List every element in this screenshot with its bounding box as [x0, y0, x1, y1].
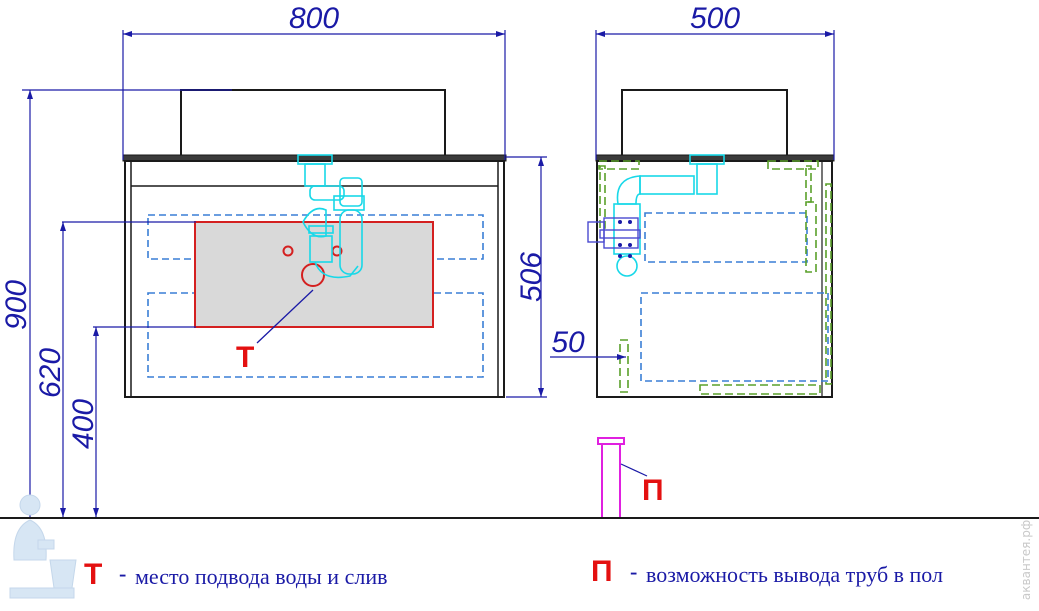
dim-drain-height: 400 [67, 399, 100, 449]
plumber-logo-icon [9, 494, 77, 599]
side-cabinet [596, 160, 833, 398]
side-frame-lines [598, 160, 832, 395]
front-siphon [297, 154, 365, 279]
p-marker: П [642, 474, 664, 507]
side-dimension-arrows [596, 31, 834, 360]
legend-t-text: место подвода воды и слив [135, 564, 387, 589]
legend-t-dash: - [119, 561, 126, 586]
side-valve-dots [618, 220, 632, 258]
legend-p-letter: П [591, 555, 613, 588]
drain-outlet [301, 263, 325, 287]
legend: Т - место подвода воды и слив П - возмож… [84, 555, 943, 591]
dim-total-height: 900 [0, 280, 33, 330]
legend-t-letter: Т [84, 558, 102, 591]
side-valve [587, 217, 641, 249]
dim-pipe-offset: 50 [551, 326, 585, 359]
legend-p-dash: - [630, 559, 637, 584]
watermark: аквантея.рф [1019, 520, 1033, 600]
front-dimension-arrows [27, 31, 544, 517]
side-drawer-lower [640, 292, 829, 382]
front-drawer-upper [147, 214, 484, 260]
front-view: Т [122, 89, 507, 398]
dim-side-depth: 500 [690, 2, 740, 35]
dim-front-width: 800 [289, 2, 339, 35]
side-basin [621, 89, 788, 158]
t-leader [256, 289, 314, 344]
front-dimensions [22, 30, 547, 517]
water-inlet-left [282, 245, 294, 257]
dim-water-height: 620 [34, 348, 67, 398]
side-drawer-upper [644, 212, 808, 263]
dim-cabinet-height: 506 [515, 252, 548, 302]
p-leader [620, 463, 648, 477]
legend-p-text: возможность вывода труб в пол [646, 562, 943, 587]
side-siphon [613, 154, 725, 277]
front-basin [180, 89, 446, 158]
t-marker: Т [236, 341, 254, 374]
side-dimensions [550, 30, 835, 358]
floor-pipe [597, 437, 625, 519]
side-view [587, 89, 835, 398]
connection-zone [194, 221, 434, 328]
